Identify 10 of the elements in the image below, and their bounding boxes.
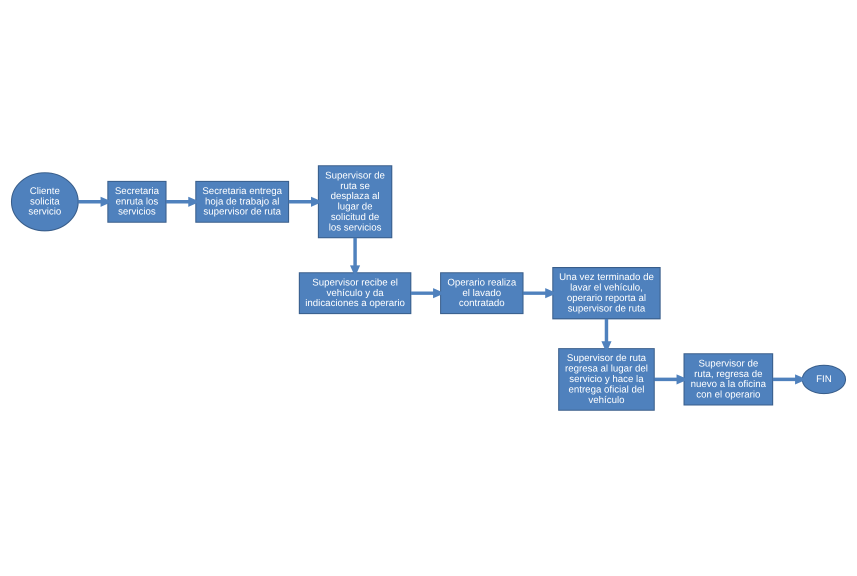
node-box: Supervisor recibe el vehículo y da indicaciones a operario [298, 272, 412, 314]
node-box: Una vez terminado de lavar el vehículo, operario reporta al supervisor de ruta [552, 267, 661, 320]
node-box: Operario realiza el lavado contratado [440, 272, 524, 314]
node-ellipse: Cliente solicita servicio [10, 172, 79, 232]
node-box: Supervisor de ruta regresa al lugar del servicio y hace la entrega oficial del vehículo [558, 348, 655, 411]
node-box: Supervisor de ruta se desplaza al lugar de solicitud de los servicios [318, 165, 392, 238]
node-box: Secretaria enruta los servicios [107, 180, 167, 223]
node-ellipse: FIN [802, 364, 846, 394]
node-box: Supervisor de ruta, regresa de nuevo a la oficina con el operario [684, 353, 774, 406]
node-box: Secretaria entrega hoja de trabajo al supervisor de ruta [195, 180, 290, 223]
